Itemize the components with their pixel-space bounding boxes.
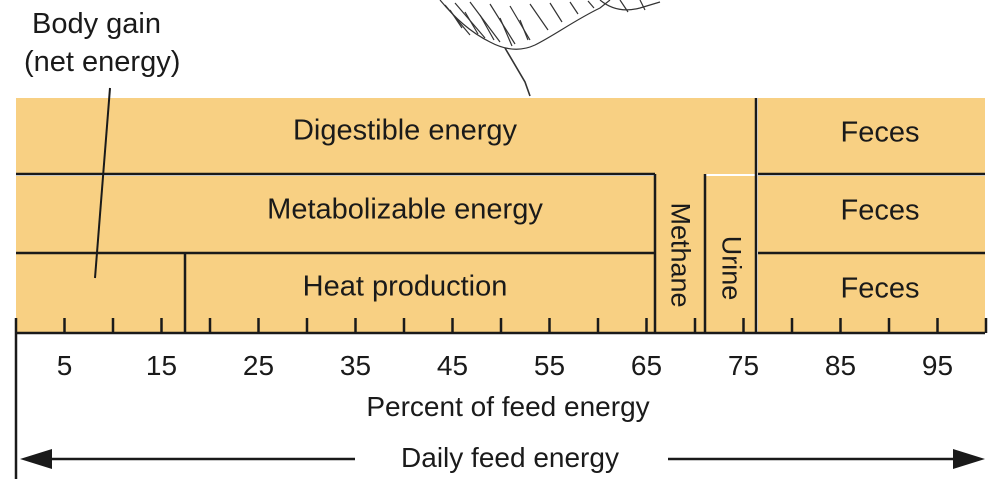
tick-label: 85 <box>824 350 857 381</box>
feces-label-3: Feces <box>840 272 920 305</box>
feces-band-3 <box>758 254 985 332</box>
tick-label: 55 <box>533 350 566 381</box>
tick-label: 25 <box>242 350 275 381</box>
tick-label: 95 <box>921 350 954 381</box>
urine-label: Urine <box>716 235 747 301</box>
digestible-band <box>16 98 756 174</box>
tick-label: 5 <box>56 350 73 381</box>
bird-illustration-icon <box>439 0 661 97</box>
methane-band <box>656 176 704 332</box>
heat-band <box>186 254 654 332</box>
feces-label-1: Feces <box>840 116 920 149</box>
x-axis <box>14 318 988 479</box>
tick-label: 15 <box>145 350 178 381</box>
methane-urine-top-fill <box>656 174 704 178</box>
digestible-energy-label: Digestible energy <box>292 114 518 147</box>
energy-bands <box>16 98 985 332</box>
metabolizable-energy-label: Metabolizable energy <box>267 193 543 226</box>
axis-title: Percent of feed energy <box>366 391 650 422</box>
daily-arrow <box>20 449 985 469</box>
tick-label: 65 <box>630 350 663 381</box>
heat-production-label: Heat production <box>302 270 508 303</box>
methane-label: Methane <box>665 202 696 308</box>
tick-label: 75 <box>727 350 760 381</box>
feces-band-2 <box>758 176 985 252</box>
feces-band-1 <box>758 98 985 174</box>
tick-label: 35 <box>339 350 372 381</box>
body-gain-band <box>16 254 184 332</box>
daily-feed-energy-label: Daily feed energy <box>393 444 627 472</box>
body-gain-label: Body gain <box>32 8 161 40</box>
band-dividers <box>16 87 985 333</box>
metabolizable-band <box>16 176 654 252</box>
feces-label-2: Feces <box>840 194 920 227</box>
net-energy-label: (net energy) <box>24 46 181 78</box>
tick-label: 45 <box>436 350 469 381</box>
urine-band <box>706 176 756 332</box>
